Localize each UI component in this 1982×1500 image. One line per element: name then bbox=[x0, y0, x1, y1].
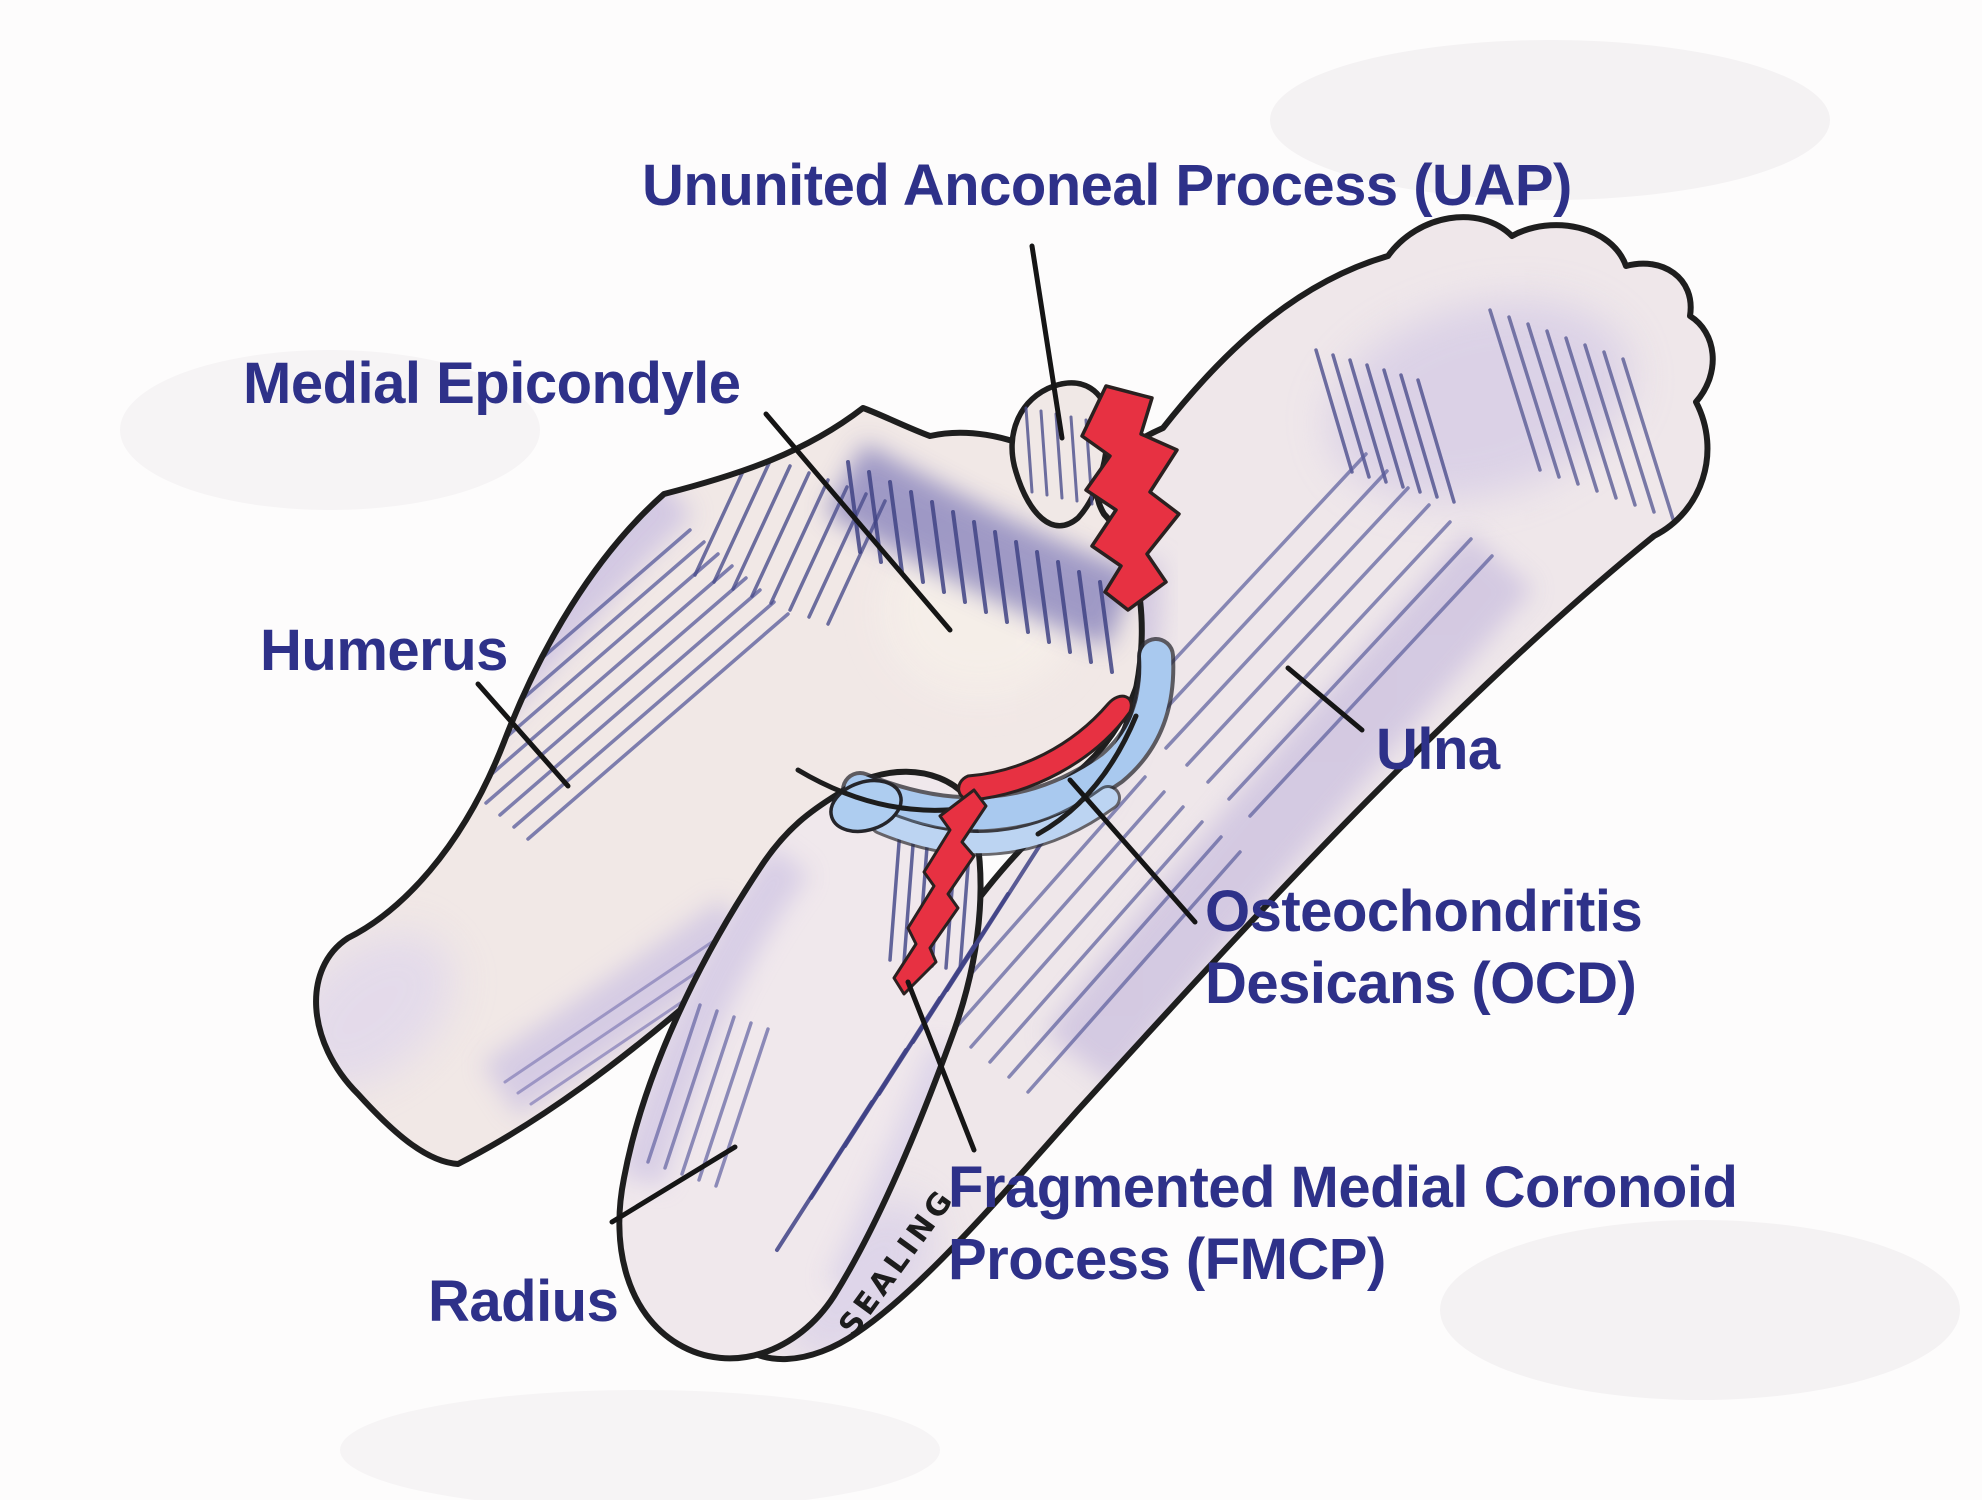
leader-radius bbox=[609, 1144, 738, 1225]
label-uap: Ununited Anconeal Process (UAP) bbox=[642, 153, 1572, 218]
ulna-fill bbox=[734, 217, 1713, 1360]
leader-humerus bbox=[475, 681, 571, 789]
label-fmcp-line1: Fragmented Medial Coronoid bbox=[948, 1155, 1738, 1220]
leader-fmcp bbox=[905, 979, 977, 1153]
leader-lines bbox=[475, 243, 1365, 1225]
trochlear-notch-line bbox=[1035, 713, 1139, 837]
notch-cartilage-band bbox=[872, 788, 1118, 853]
label-humerus: Humerus bbox=[260, 618, 508, 683]
label-ocd-line2: Desicans (OCD) bbox=[1205, 950, 1637, 1016]
label-ocd: Osteochondritis Desicans (OCD) bbox=[1205, 876, 1643, 1020]
radius-fill bbox=[619, 771, 981, 1359]
leader-ocd bbox=[1067, 777, 1198, 925]
label-radius: Radius bbox=[428, 1269, 619, 1334]
leader-medial-epicondyle bbox=[763, 411, 953, 633]
label-fmcp: Fragmented Medial Coronoid Process (FMCP… bbox=[948, 1152, 1738, 1296]
leader-ulna bbox=[1285, 665, 1365, 733]
label-fmcp-line2: Process (FMCP) bbox=[948, 1226, 1386, 1292]
uap-fracture-lesion bbox=[1080, 384, 1181, 612]
leader-uap bbox=[1029, 243, 1065, 441]
condyle-shading-band bbox=[825, 443, 1137, 648]
fmcp-lesion bbox=[892, 788, 988, 996]
background-texture bbox=[120, 40, 1960, 1500]
lesions bbox=[892, 384, 1181, 996]
hatch-lines bbox=[646, 1003, 770, 1188]
label-medial-epicondyle: Medial Epicondyle bbox=[243, 351, 741, 416]
label-ocd-line1: Osteochondritis bbox=[1205, 879, 1643, 944]
label-ulna: Ulna bbox=[1376, 717, 1500, 782]
